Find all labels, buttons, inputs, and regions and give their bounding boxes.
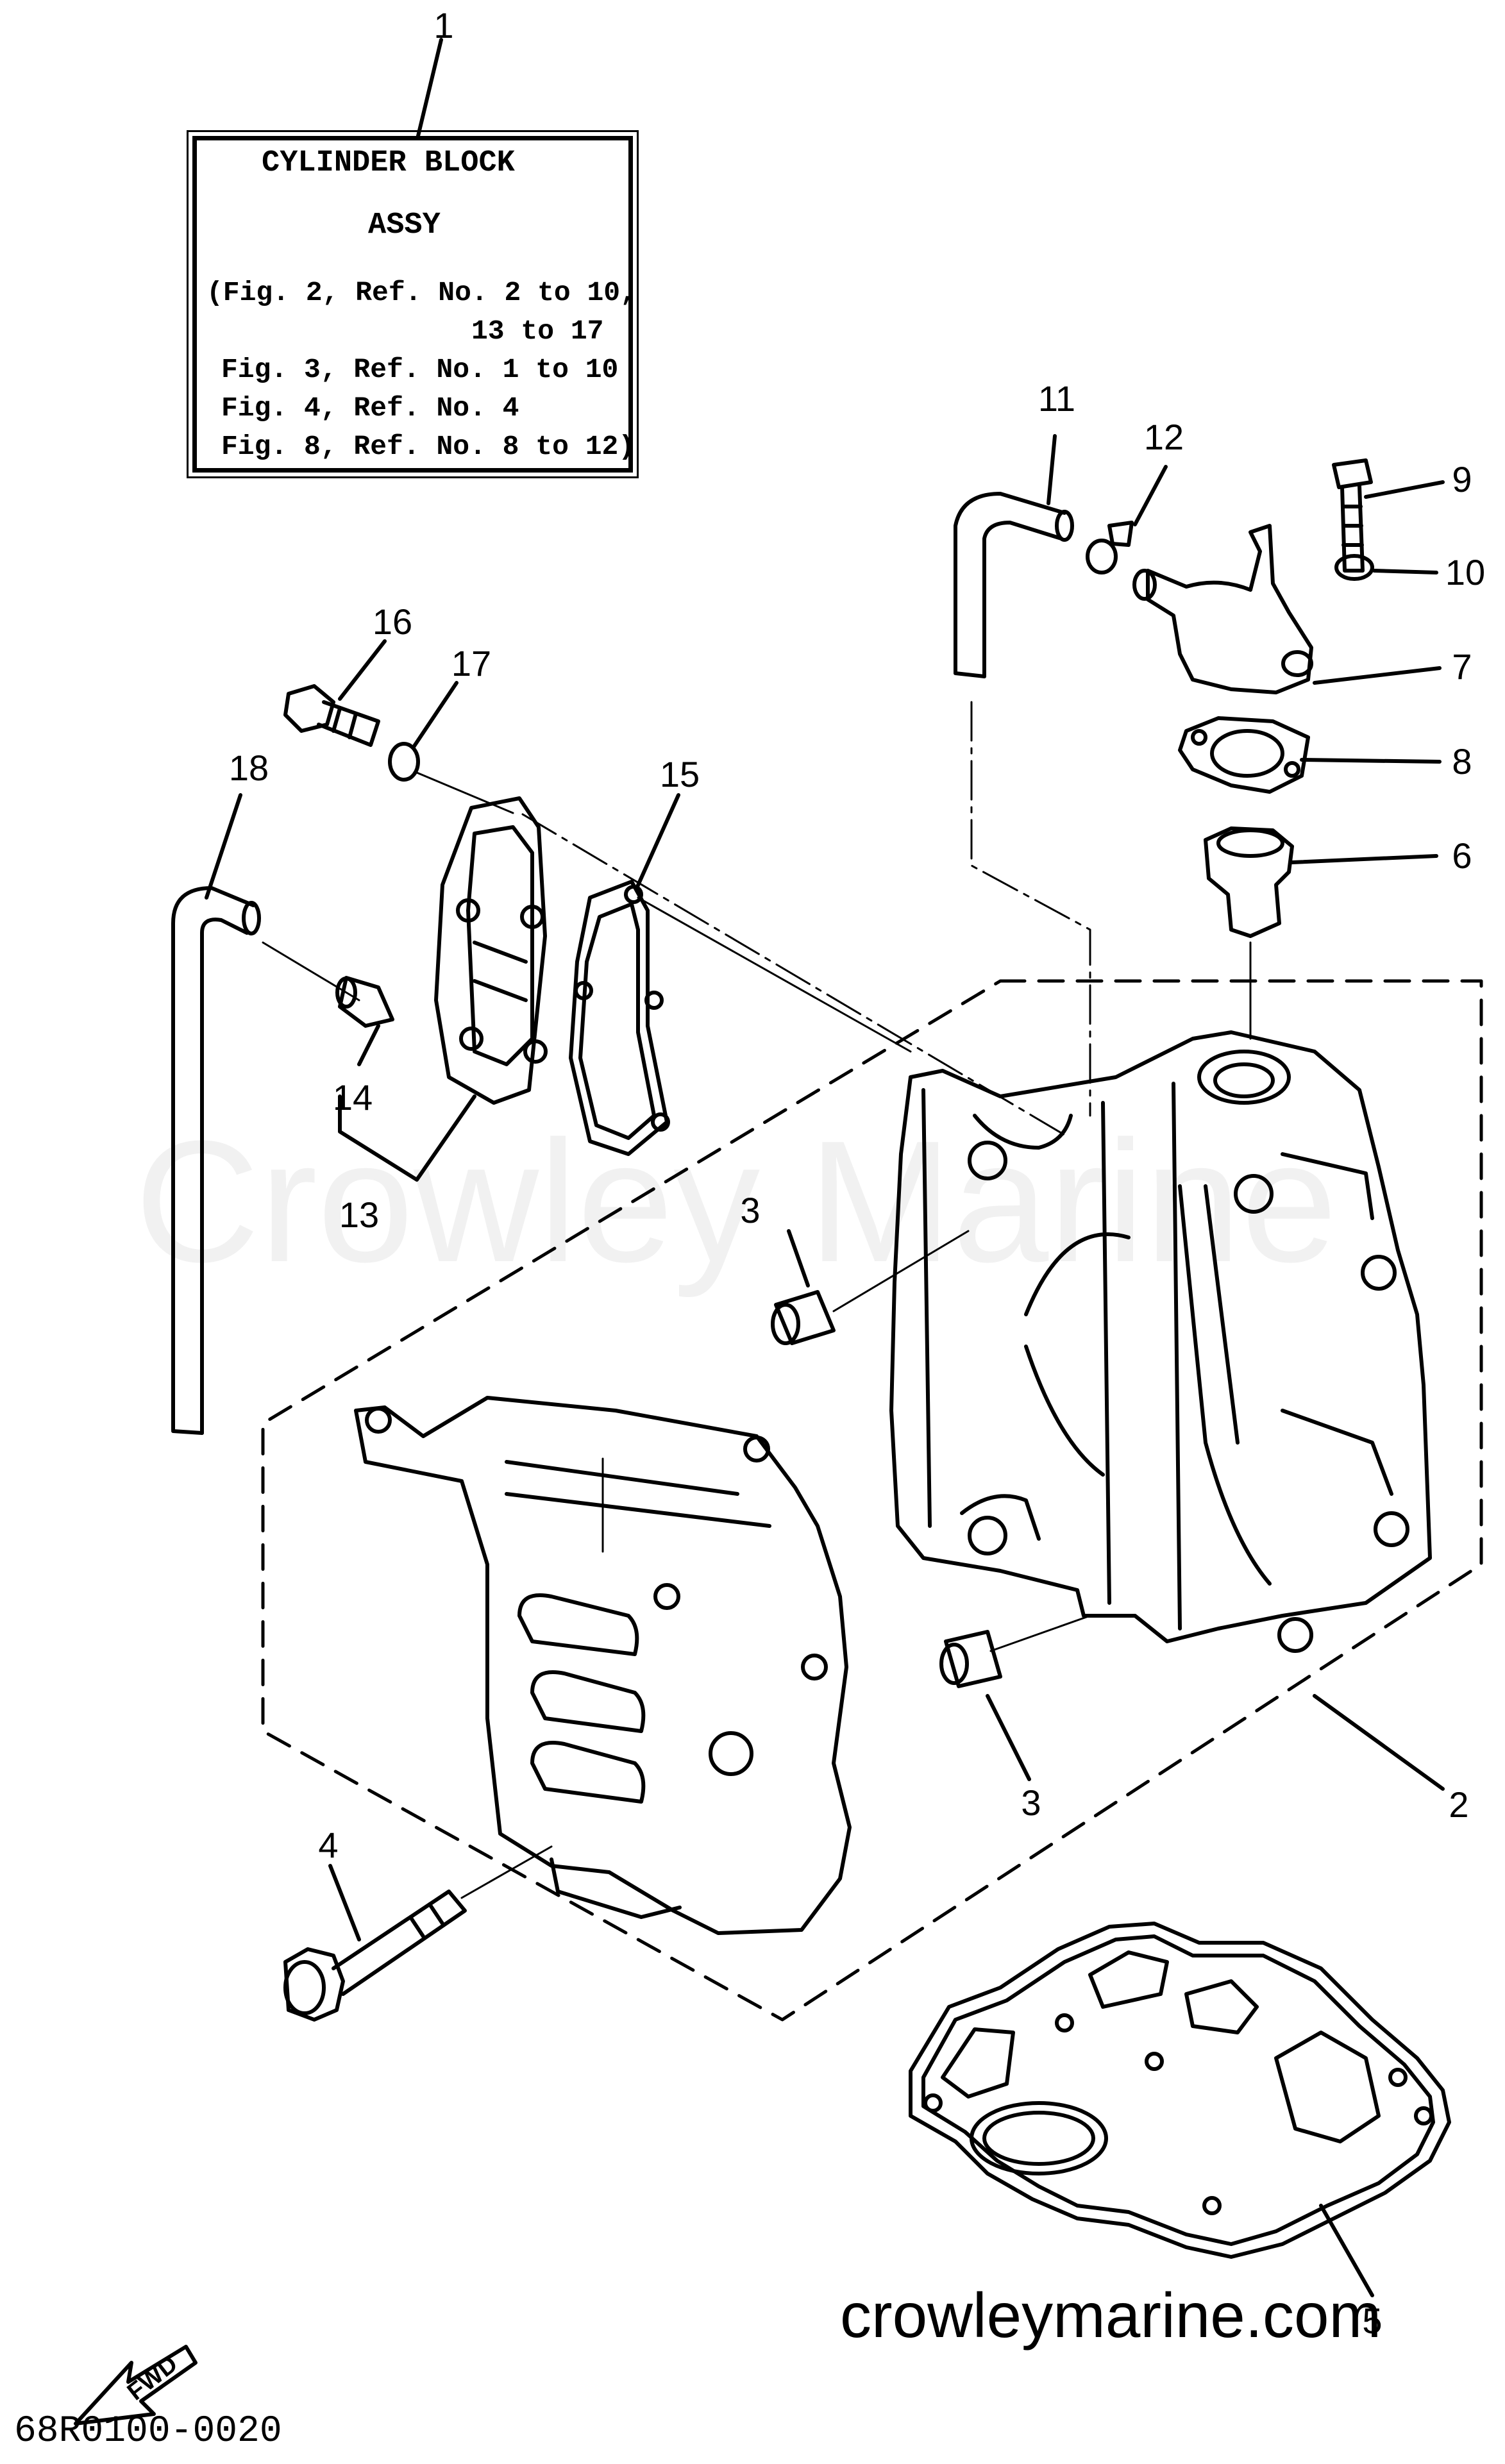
leader-17 bbox=[414, 683, 457, 747]
callout-14: 14 bbox=[332, 1077, 373, 1118]
title-line-7: Fig. 8, Ref. No. 8 to 12) bbox=[221, 431, 635, 462]
assembly-boundary bbox=[263, 981, 1481, 2020]
leader-13 bbox=[340, 1096, 475, 1180]
leader-8 bbox=[1302, 760, 1440, 762]
callout-12: 12 bbox=[1143, 417, 1184, 457]
gasket-5 bbox=[911, 1923, 1449, 2257]
leader-12 bbox=[1135, 467, 1166, 524]
bolt-9 bbox=[1334, 460, 1371, 487]
fwd-arrow-icon bbox=[76, 2347, 196, 2424]
leader-7 bbox=[1315, 668, 1440, 683]
callout-7: 7 bbox=[1452, 646, 1472, 687]
leader-3b bbox=[988, 1696, 1029, 1779]
callout-13: 13 bbox=[339, 1194, 380, 1235]
bolt-16 bbox=[285, 686, 333, 731]
leader-6 bbox=[1292, 856, 1436, 862]
callout-18: 18 bbox=[228, 748, 269, 788]
leader-9 bbox=[1366, 482, 1443, 497]
clip-12 bbox=[1088, 541, 1116, 573]
title-line-6: Fig. 4, Ref. No. 4 bbox=[221, 392, 519, 424]
hose-18 bbox=[173, 888, 253, 1433]
callout-6: 6 bbox=[1452, 835, 1472, 876]
dowel-pin-3b bbox=[946, 1632, 1000, 1686]
callout-11: 11 bbox=[1038, 378, 1076, 419]
title-line-4: 13 to 17 bbox=[471, 315, 604, 347]
title-line-1: CYLINDER BLOCK bbox=[262, 146, 515, 180]
website-label: crowleymarine.com bbox=[840, 2280, 1382, 2351]
leader-15 bbox=[637, 795, 678, 888]
thermostat-cover-7 bbox=[1148, 526, 1311, 692]
callout-16: 16 bbox=[372, 601, 413, 642]
title-line-5: Fig. 3, Ref. No. 1 to 10 bbox=[221, 354, 619, 385]
callout-10: 10 bbox=[1445, 552, 1486, 592]
callout-17: 17 bbox=[451, 643, 492, 683]
leader-5 bbox=[1321, 2206, 1372, 2295]
leader-10 bbox=[1374, 571, 1436, 573]
cylinder-block-2 bbox=[891, 1032, 1430, 1641]
leader-16 bbox=[340, 641, 385, 699]
crankcase bbox=[356, 1398, 850, 1933]
callout-1: 1 bbox=[433, 5, 454, 46]
gasket-8 bbox=[1180, 718, 1308, 792]
leader-4 bbox=[330, 1866, 359, 1940]
washer-17 bbox=[390, 744, 418, 780]
title-line-3: (Fig. 2, Ref. No. 2 to 10, bbox=[206, 277, 637, 308]
leader-1 bbox=[418, 40, 441, 136]
callout-5: 5 bbox=[1362, 2301, 1383, 2341]
callout-4: 4 bbox=[318, 1825, 339, 1865]
leader-11 bbox=[1048, 436, 1055, 503]
washer-10 bbox=[1336, 556, 1372, 579]
title-line-2: ASSY bbox=[368, 208, 441, 242]
leader-14 bbox=[359, 1026, 378, 1064]
callout-2: 2 bbox=[1449, 1784, 1469, 1825]
callout-3a: 3 bbox=[740, 1190, 761, 1230]
fitting-14 bbox=[340, 978, 392, 1026]
bolt-4 bbox=[285, 1949, 343, 2020]
assembly-title-box bbox=[187, 130, 639, 478]
callout-3b: 3 bbox=[1021, 1782, 1041, 1823]
leader-3a bbox=[789, 1231, 808, 1286]
hose-11 bbox=[955, 494, 1064, 676]
cover-13 bbox=[436, 798, 545, 1103]
callout-8: 8 bbox=[1452, 741, 1472, 782]
callout-9: 9 bbox=[1452, 459, 1472, 499]
leader-18 bbox=[206, 795, 240, 898]
part-number: 68R0100-0020 bbox=[14, 2411, 282, 2452]
dowel-pin-3a bbox=[776, 1292, 834, 1343]
leader-2 bbox=[1315, 1696, 1443, 1789]
watermark-text: Crowley Marine bbox=[135, 1105, 1338, 1298]
callout-15: 15 bbox=[659, 754, 700, 794]
